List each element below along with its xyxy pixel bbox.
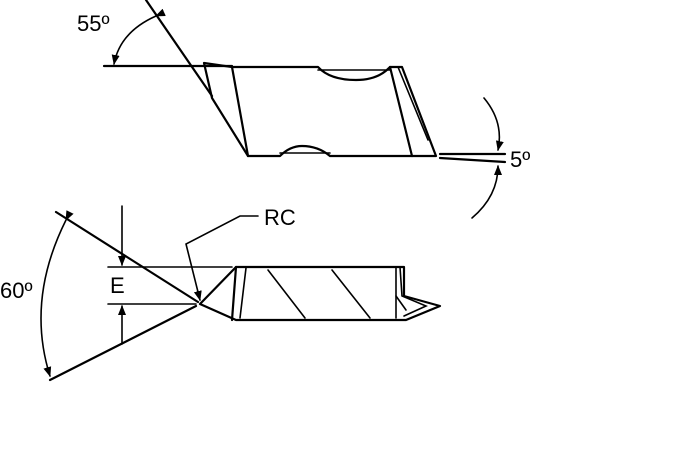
rc-label: RC [264, 205, 296, 230]
angle-55-edge-line [144, 0, 214, 98]
angle-55-label: 55º [77, 11, 110, 36]
side-view-insert [198, 265, 442, 322]
top-insert-right-facet [388, 65, 414, 158]
rc-leader-line [185, 215, 259, 301]
angle-5-line-b [438, 156, 507, 164]
side-insert-outline [198, 265, 442, 322]
angle-55-dimension: 55º [77, 0, 234, 98]
angle-60-label: 60º [0, 278, 33, 303]
angle-60-arc [40, 210, 74, 377]
top-insert-outline [202, 61, 438, 158]
rc-callout: RC [185, 205, 296, 301]
angle-5-dimension: 5º [438, 97, 530, 219]
angle-5-arc-lower [471, 165, 502, 219]
top-insert-left-facet [230, 65, 250, 158]
angle-60-upper-line [54, 210, 200, 304]
side-insert-face-left-inner [239, 267, 247, 319]
e-dimension: E [107, 205, 233, 345]
top-insert-right-chamfer [397, 66, 429, 141]
top-view-insert [202, 61, 438, 158]
side-insert-chipbreaker-2 [331, 269, 371, 319]
angle-60-dimension: 60º [0, 210, 200, 382]
angle-5-label: 5º [510, 147, 530, 172]
side-insert-face-left [230, 265, 238, 322]
angle-5-arc-upper [483, 97, 504, 151]
side-insert-chipbreaker-1 [267, 269, 306, 319]
angle-60-lower-line [48, 304, 198, 382]
side-insert-tip-detail-2 [395, 295, 407, 311]
e-label: E [110, 273, 125, 298]
angle-55-arc [111, 8, 166, 65]
side-insert-tip-detail [399, 266, 429, 317]
